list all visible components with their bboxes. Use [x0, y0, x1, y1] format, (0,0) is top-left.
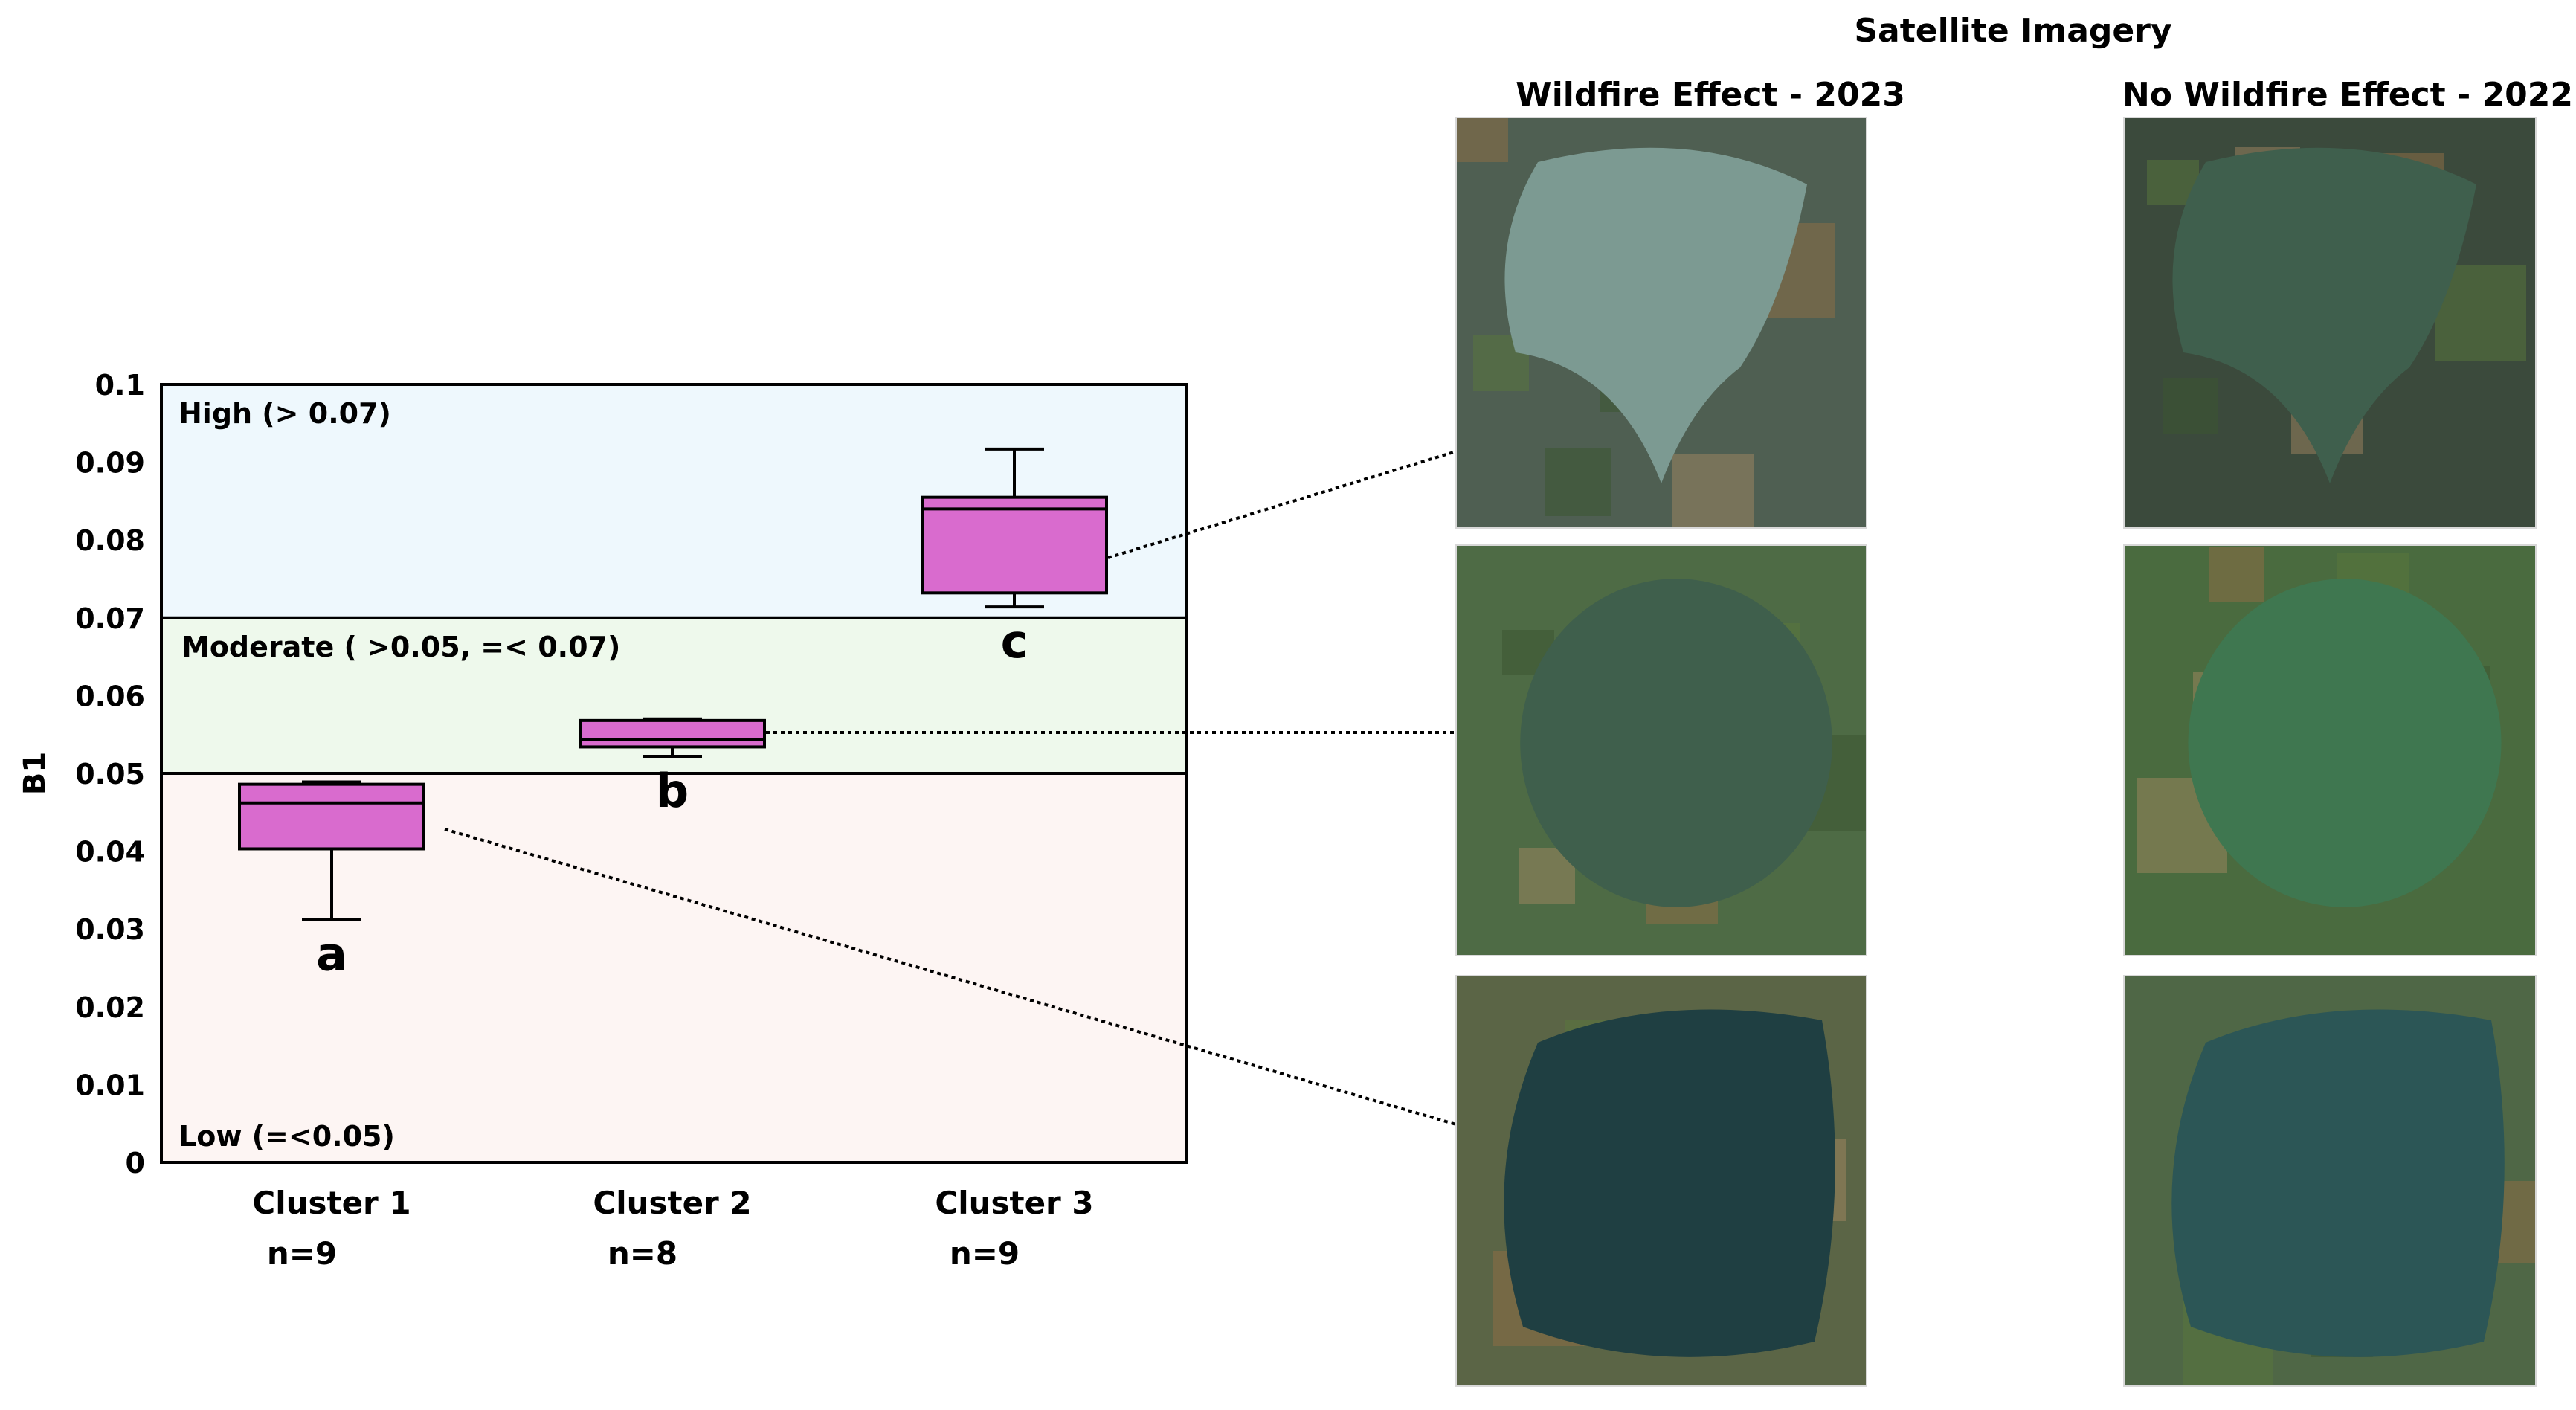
band-labels: High (> 0.07) Moderate ( >0.05, =< 0.07) L…	[178, 397, 620, 1153]
y-tick-label: 0.09	[75, 447, 145, 480]
y-tick-label: 0.03	[75, 913, 145, 946]
y-tick-label: 0.02	[75, 991, 145, 1024]
y-tick-label: 0.07	[75, 602, 145, 635]
cluster-2-2022-image	[2123, 544, 2537, 956]
satellite-tiles	[1455, 117, 2537, 1387]
connector-line	[1107, 450, 1457, 559]
x-category-label: Cluster 3	[935, 1185, 1093, 1221]
box-body	[921, 495, 1108, 595]
column-header-2023: Wildfire Effect - 2023	[1516, 76, 1905, 114]
band-label: Low (=<0.05)	[178, 1120, 395, 1153]
n-label: n=8	[608, 1235, 677, 1272]
y-tick-label: 0.04	[75, 836, 145, 869]
x-axis-labels: Cluster 1 n=9 Cluster 2 n=8 Cluster 3 n=9	[252, 1185, 1093, 1272]
x-category-label: Cluster 1	[252, 1185, 410, 1221]
box-body	[238, 782, 425, 851]
n-label: n=9	[950, 1235, 1020, 1272]
cluster-3-2023-image	[1455, 117, 1867, 529]
significance-letter: b	[656, 764, 689, 818]
imagery-title: Satellite Imagery	[1854, 12, 2171, 50]
y-tick-label: 0.05	[75, 758, 145, 791]
significance-letter: c	[1001, 614, 1028, 669]
n-label: n=9	[267, 1235, 337, 1272]
box-body	[579, 718, 766, 749]
cluster-1-2023-image	[1455, 975, 1867, 1387]
connector-lines	[444, 450, 1457, 1126]
y-tick-label: 0.06	[75, 680, 145, 712]
band-label: High (> 0.07)	[178, 397, 391, 430]
connector-line	[444, 828, 1457, 1126]
column-header-2022: No Wildfire Effect - 2022	[2122, 76, 2573, 114]
x-category-label: Cluster 2	[593, 1185, 751, 1221]
band-divider-lines	[161, 616, 1187, 775]
box-3: c	[921, 447, 1108, 669]
y-tick-label: 0.1	[95, 369, 145, 402]
significance-letter: a	[316, 927, 347, 982]
cluster-1-2022-image	[2123, 975, 2537, 1387]
box-plots: a b c	[238, 447, 1108, 982]
box-1: a	[238, 780, 425, 982]
y-axis-label: B1	[18, 752, 52, 795]
y-tick-label: 0.01	[75, 1069, 145, 1101]
band-label: Moderate ( >0.05, =< 0.07)	[181, 631, 620, 663]
y-tick-label: 0	[126, 1147, 145, 1179]
y-axis-ticks: 0 0.01 0.02 0.03 0.04 0.05 0.06 0.07 0.08 0.09 0.1	[75, 369, 145, 1179]
box-2: b	[579, 717, 766, 818]
plot-frame	[160, 383, 1188, 1164]
y-tick-label: 0.08	[75, 524, 145, 557]
cluster-3-2022-image	[2123, 117, 2537, 529]
cluster-2-2023-image	[1455, 544, 1867, 956]
